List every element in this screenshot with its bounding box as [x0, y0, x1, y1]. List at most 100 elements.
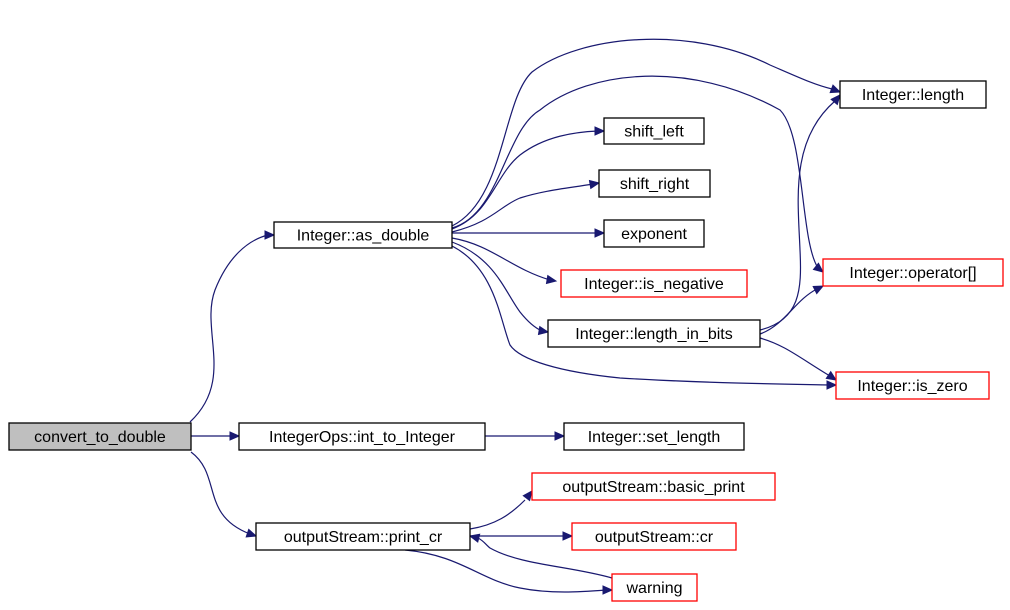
edge-as_double-to-is_negative [451, 237, 558, 285]
arrowhead-icon [229, 431, 241, 441]
node-label: Integer::operator[] [849, 265, 976, 282]
node-label: Integer::length_in_bits [575, 326, 732, 343]
node-label: outputStream::basic_print [562, 479, 745, 496]
node-length-in-bits[interactable]: Integer::length_in_bits [547, 319, 761, 348]
node-box [603, 117, 705, 145]
node-box [835, 371, 990, 400]
node-box [611, 573, 698, 602]
node-as-double[interactable]: Integer::as_double [273, 221, 453, 249]
edge-line [451, 183, 594, 233]
node-is-negative[interactable]: Integer::is_negative [560, 269, 748, 298]
arrowhead-icon [468, 533, 481, 543]
node-label: Integer::is_zero [857, 378, 967, 395]
edge-line [189, 234, 269, 423]
edge-line [469, 499, 526, 530]
edge-line [451, 237, 551, 281]
edge-line [451, 38, 833, 227]
node-label: Integer::is_negative [584, 276, 724, 293]
arrowhead-icon [545, 274, 558, 285]
arrowhead-icon [554, 431, 566, 441]
edge-line [759, 100, 836, 331]
node-label: Integer::set_length [588, 429, 721, 446]
node-warning[interactable]: warning [611, 573, 698, 602]
node-box [560, 269, 748, 298]
arrowhead-icon [588, 179, 601, 190]
arrowhead-icon [562, 531, 574, 541]
node-cr[interactable]: outputStream::cr [571, 522, 737, 551]
edge-as_double-to-length [451, 38, 842, 227]
node-length[interactable]: Integer::length [839, 80, 987, 109]
arrowhead-icon [812, 262, 824, 273]
edge-as_double-to-length_in_bits [451, 241, 550, 336]
node-int-to-Integer[interactable]: IntegerOps::int_to_Integer [238, 422, 486, 451]
edge-convert_to_double-to-int_to_Integer [191, 431, 241, 441]
node-label: warning [625, 580, 682, 597]
edge-line [190, 451, 251, 535]
edge-warning-to-print_cr [468, 533, 613, 579]
edge-line [451, 241, 543, 332]
node-label: shift_right [620, 176, 690, 193]
edge-length_in_bits-to-is_zero [759, 337, 838, 381]
arrowhead-icon [812, 285, 825, 295]
node-box [603, 219, 705, 248]
node-box [255, 522, 471, 551]
edge-line [759, 288, 818, 335]
edge-int_to_Integer-to-set_length [485, 431, 566, 441]
edge-length_in_bits-to-length [759, 94, 841, 331]
node-print-cr[interactable]: outputStream::print_cr [255, 522, 471, 551]
node-box [238, 422, 486, 451]
edge-print_cr-to-warning [404, 549, 614, 595]
edge-line [451, 245, 831, 386]
node-box [8, 422, 192, 451]
edge-as_double-to-operator_idx [451, 75, 824, 273]
edge-line [477, 537, 613, 579]
node-box [547, 319, 761, 348]
edge-as_double-to-is_zero [451, 245, 838, 390]
node-is-zero[interactable]: Integer::is_zero [835, 371, 990, 400]
node-box [563, 422, 745, 451]
node-label: Integer::length [862, 87, 964, 104]
node-basic-print[interactable]: outputStream::basic_print [531, 472, 776, 501]
node-label: outputStream::print_cr [284, 529, 443, 546]
edges-layer [189, 38, 842, 595]
edge-print_cr-to-basic_print [469, 490, 533, 530]
edge-length_in_bits-to-operator_idx [759, 285, 825, 335]
edge-line [759, 337, 831, 377]
edge-convert_to_double-to-print_cr [190, 451, 258, 538]
node-box [273, 221, 453, 249]
node-label: shift_left [624, 124, 684, 141]
node-label: IntegerOps::int_to_Integer [269, 429, 456, 446]
nodes-layer: convert_to_doubleInteger::as_doubleInteg… [8, 80, 1004, 602]
arrowhead-icon [245, 528, 258, 538]
node-operator-idx[interactable]: Integer::operator[] [822, 258, 1004, 287]
arrowhead-icon [830, 94, 841, 106]
edge-as_double-to-exponent [452, 228, 606, 238]
edge-as_double-to-shift_right [451, 179, 601, 233]
arrowhead-icon [264, 230, 276, 240]
node-label: exponent [621, 226, 687, 243]
node-convert-to-double[interactable]: convert_to_double [8, 422, 192, 451]
arrowhead-icon [522, 490, 533, 502]
node-box [571, 522, 737, 551]
arrowhead-icon [537, 325, 550, 336]
arrowhead-icon [829, 84, 842, 94]
arrowhead-icon [825, 370, 838, 381]
edge-convert_to_double-to-as_double [189, 230, 276, 423]
node-label: outputStream::cr [595, 529, 714, 546]
node-box [598, 169, 711, 198]
node-label: convert_to_double [34, 429, 166, 446]
edge-line [451, 75, 819, 269]
node-box [839, 80, 987, 109]
node-box [822, 258, 1004, 287]
node-set-length[interactable]: Integer::set_length [563, 422, 745, 451]
node-label: Integer::as_double [297, 228, 430, 245]
node-shift-left[interactable]: shift_left [603, 117, 705, 145]
arrowhead-icon [594, 228, 606, 238]
node-box [531, 472, 776, 501]
arrowhead-icon [594, 126, 606, 136]
edge-print_cr-to-cr [470, 531, 574, 541]
node-exponent[interactable]: exponent [603, 219, 705, 248]
arrowhead-icon [826, 380, 838, 390]
node-shift-right[interactable]: shift_right [598, 169, 711, 198]
